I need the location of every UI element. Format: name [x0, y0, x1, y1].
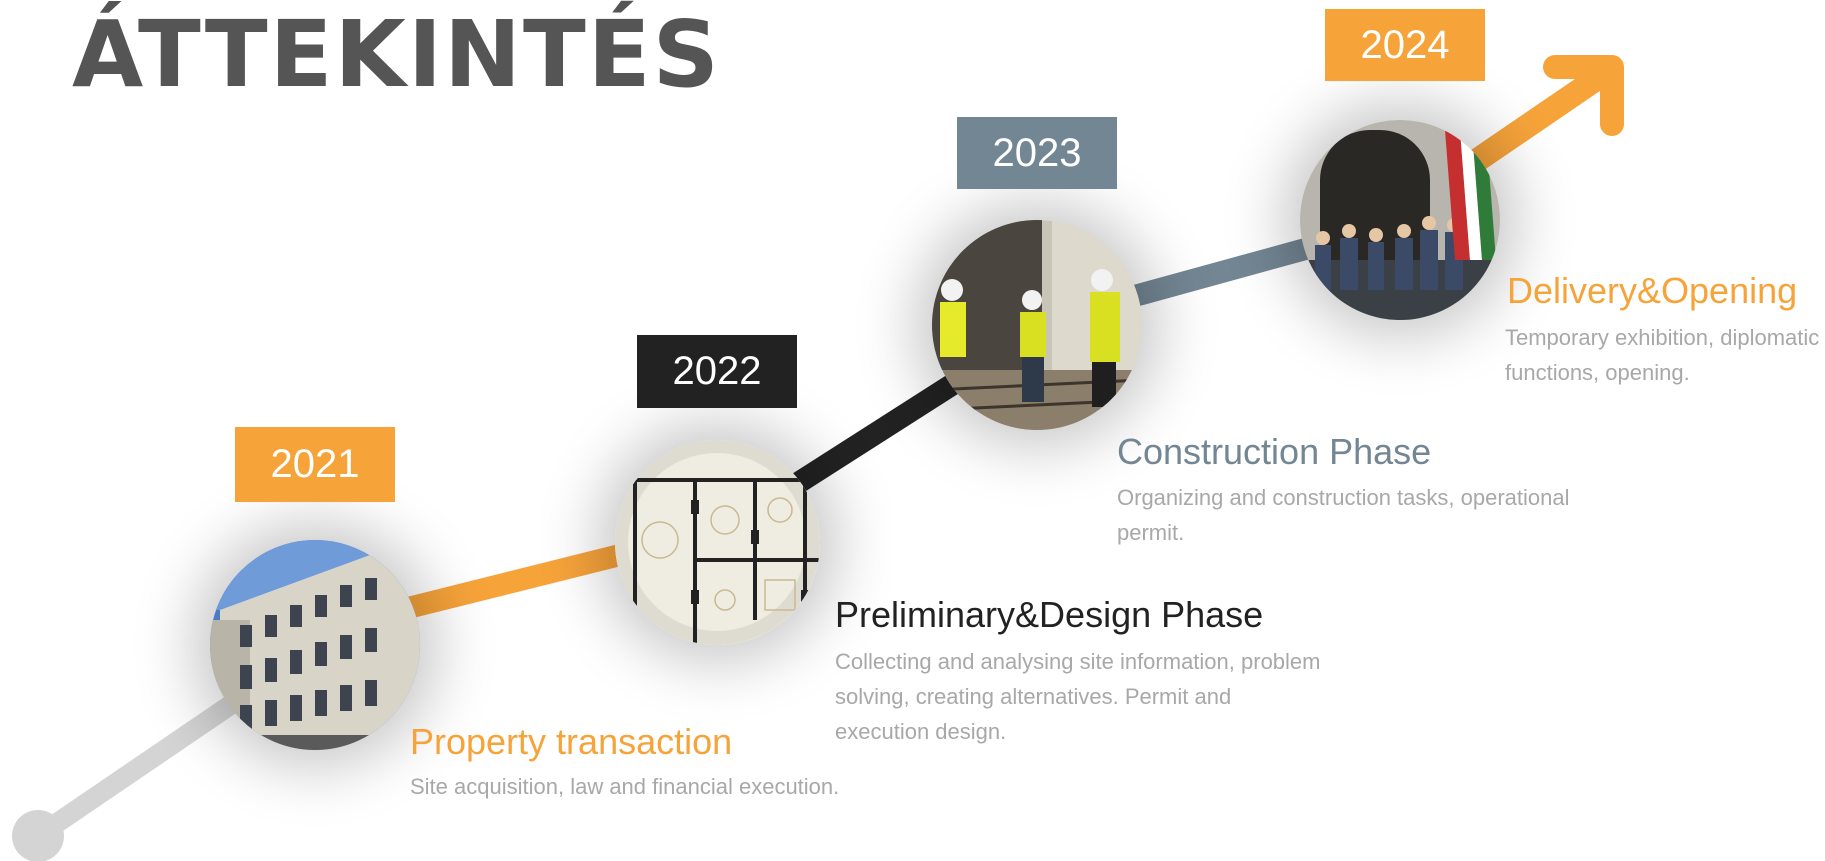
milestone-title-2024: Delivery&Opening — [1507, 270, 1798, 311]
milestone-desc-2023: Organizing and construction tasks, opera… — [1117, 485, 1570, 545]
flag-balcony-icon — [1300, 120, 1500, 320]
building-facade-photo — [210, 540, 420, 750]
construction-site-photo — [932, 220, 1142, 430]
year-badge-2021: 2021 — [235, 427, 395, 502]
year-badge-2024: 2024 — [1325, 9, 1485, 81]
year-badge-2023: 2023 — [957, 117, 1117, 189]
path-segment-2022-2023 — [789, 360, 981, 495]
building-facade-icon — [210, 540, 420, 750]
path-start-dot — [12, 810, 64, 861]
milestone-desc-2024: Temporary exhibition, diplomatic functio… — [1505, 325, 1820, 385]
year-badge-2022: 2022 — [637, 335, 797, 408]
milestone-title-2022: Preliminary&Design Phase — [835, 594, 1264, 635]
path-segment-2021-2022 — [397, 539, 643, 621]
arrow-head-icon — [1543, 55, 1624, 136]
path-segment-start — [28, 685, 255, 846]
page-title: ÁTTEKINTÉS — [72, 1, 721, 108]
flag-opening-photo — [1300, 120, 1500, 320]
milestone-desc-2021: Site acquisition, law and financial exec… — [410, 774, 840, 799]
path-segment-2023-2024 — [1117, 234, 1323, 311]
path-segment-2024-arrow — [1453, 63, 1612, 182]
milestone-desc-2022: Collecting and analysing site informatio… — [835, 649, 1321, 744]
construction-workers-icon — [932, 220, 1142, 430]
milestone-title-2023: Construction Phase — [1117, 431, 1432, 472]
floor-plan-icon — [615, 440, 820, 645]
floor-plan-photo — [615, 440, 820, 645]
milestone-title-2021: Property transaction — [410, 721, 733, 762]
